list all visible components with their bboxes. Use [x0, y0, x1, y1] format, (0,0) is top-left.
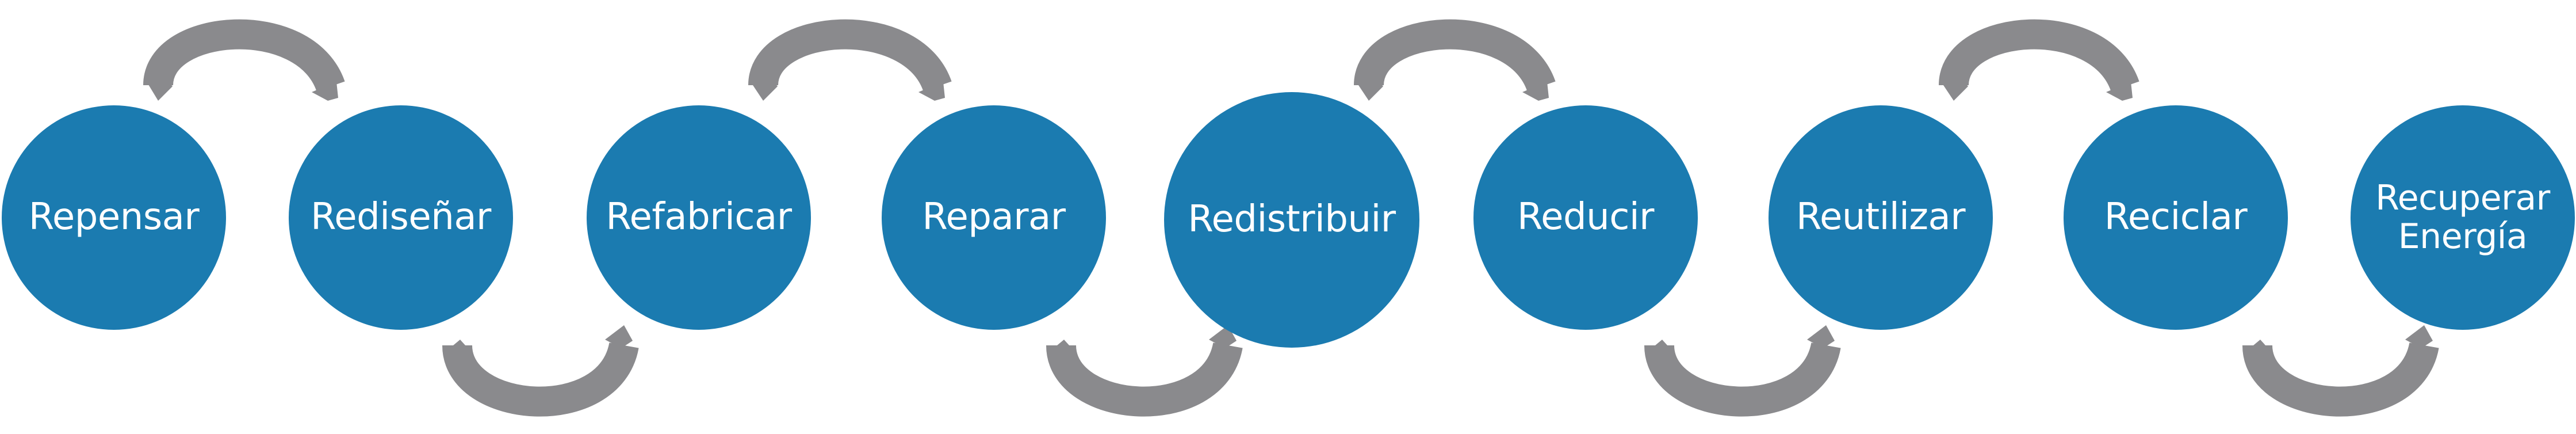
- step-label: Repensar: [28, 196, 200, 239]
- curved-arrow-icon: [2242, 325, 2439, 417]
- step-label: Refabricar: [606, 196, 792, 239]
- step-label: Reutilizar: [1796, 196, 1966, 239]
- step-node-reutilizar: Reutilizar: [1769, 105, 1993, 330]
- curved-arrow-icon: [1939, 19, 2139, 101]
- curved-arrow-icon: [1354, 19, 1556, 101]
- step-node-redisenar: Rediseñar: [289, 105, 513, 330]
- step-node-recuperar-energia: Recuperar Energía: [2351, 105, 2575, 330]
- curved-arrow-icon: [143, 19, 345, 101]
- step-label: Reducir: [1517, 196, 1654, 239]
- step-node-repensar: Repensar: [2, 105, 226, 330]
- step-label: Reparar: [922, 196, 1066, 239]
- step-node-reducir: Reducir: [1473, 105, 1698, 330]
- step-node-reciclar: Reciclar: [2064, 105, 2288, 330]
- step-label: Redistribuir: [1188, 198, 1396, 241]
- step-label: Recuperar Energía: [2375, 177, 2550, 257]
- step-node-reparar: Reparar: [882, 105, 1106, 330]
- step-label: Rediseñar: [311, 196, 491, 239]
- step-label: Reciclar: [2104, 196, 2248, 239]
- curved-arrow-icon: [1644, 325, 1841, 417]
- curved-arrow-icon: [442, 325, 639, 417]
- curved-arrow-icon: [748, 19, 952, 101]
- curved-arrow-icon: [1046, 325, 1243, 417]
- step-node-refabricar: Refabricar: [587, 105, 811, 330]
- step-node-redistribuir: Redistribuir: [1164, 92, 1419, 348]
